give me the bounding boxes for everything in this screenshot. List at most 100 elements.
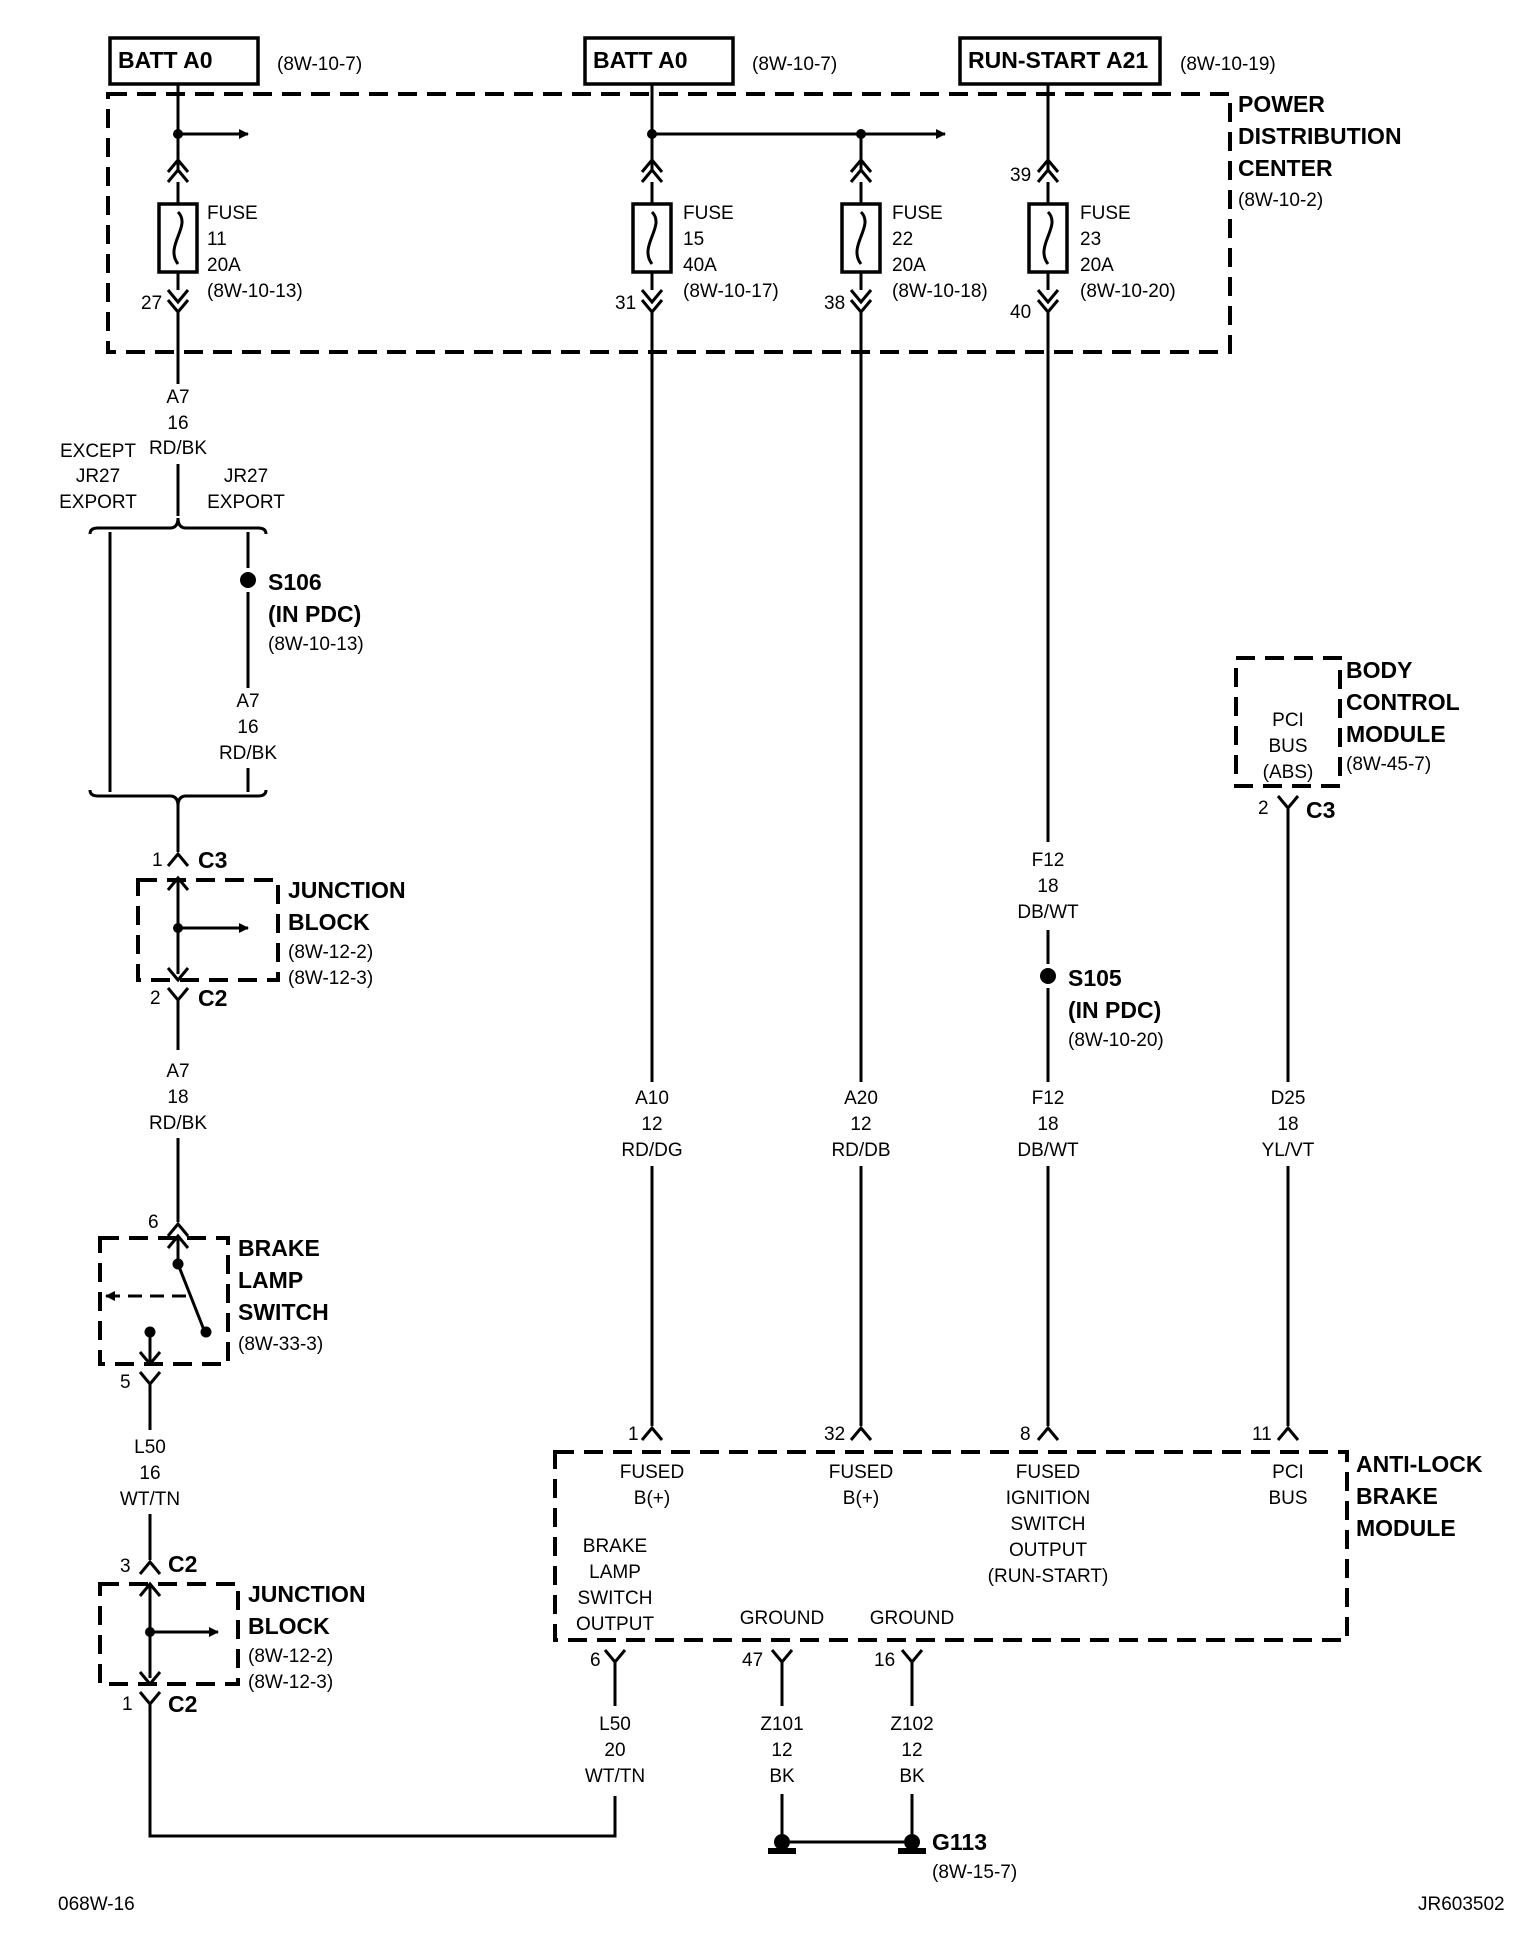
abs-module-box: [553, 1450, 1349, 1642]
svg-text:A7: A7: [166, 1061, 189, 1082]
svg-text:JUNCTION: JUNCTION: [248, 1581, 366, 1607]
svg-text:L50: L50: [599, 1714, 631, 1735]
abs-pin-16: GROUND 16 Z102 12 BK: [870, 1608, 954, 1834]
svg-text:16: 16: [237, 717, 258, 738]
svg-text:RUN-START A21: RUN-START A21: [968, 47, 1148, 73]
abs-pin-11: 11 PCI BUS: [1252, 1424, 1308, 1509]
svg-text:FUSE: FUSE: [892, 203, 943, 224]
svg-text:EXCEPT: EXCEPT: [60, 441, 136, 462]
svg-text:5: 5: [120, 1372, 131, 1393]
source-run-start: RUN-START A21 (8W-10-19): [958, 36, 1276, 86]
svg-text:L50: L50: [134, 1437, 166, 1458]
svg-text:BRAKE: BRAKE: [1356, 1483, 1438, 1509]
svg-text:PCI: PCI: [1272, 710, 1304, 731]
svg-text:WT/TN: WT/TN: [120, 1489, 180, 1510]
svg-text:SWITCH: SWITCH: [1011, 1514, 1086, 1535]
svg-text:2: 2: [1258, 798, 1269, 819]
svg-text:BK: BK: [769, 1766, 795, 1787]
svg-text:15: 15: [683, 229, 704, 250]
brake-lamp-switch: 6 5 BRAKE LAMP SWITCH (8W-33-3): [98, 1212, 329, 1393]
svg-text:LAMP: LAMP: [589, 1562, 641, 1583]
svg-text:IGNITION: IGNITION: [1006, 1488, 1090, 1509]
svg-text:C3: C3: [198, 847, 227, 873]
pdc-label: POWER DISTRIBUTION CENTER (8W-10-2): [1238, 91, 1402, 211]
svg-text:(8W-10-2): (8W-10-2): [1238, 190, 1323, 211]
ground-g113: G113 (8W-15-7): [768, 1829, 1017, 1883]
svg-text:A7: A7: [236, 691, 259, 712]
svg-text:C2: C2: [168, 1551, 197, 1577]
svg-text:8: 8: [1020, 1424, 1031, 1445]
svg-text:40: 40: [1010, 302, 1031, 323]
svg-text:40A: 40A: [683, 255, 717, 276]
svg-text:FUSE: FUSE: [207, 203, 258, 224]
svg-text:(8W-10-19): (8W-10-19): [1180, 54, 1276, 75]
svg-text:(8W-10-20): (8W-10-20): [1080, 281, 1176, 302]
wire-f12: F12 18 DB/WT S105 (IN PDC) (8W-10-20) F1…: [1017, 352, 1164, 1426]
svg-text:6: 6: [148, 1212, 159, 1233]
svg-text:A7: A7: [166, 387, 189, 408]
svg-text:EXPORT: EXPORT: [59, 492, 137, 513]
wire-d25: D25 18 YL/VT: [1262, 808, 1315, 1426]
wire-a7-top: A7 16 RD/BK: [149, 352, 207, 516]
pdc-bus-lines: [173, 84, 1050, 172]
svg-text:JR27: JR27: [76, 466, 120, 487]
svg-text:39: 39: [1010, 165, 1031, 186]
fuse-11: FUSE 11 20A (8W-10-13) 27: [141, 157, 303, 352]
svg-text:EXPORT: EXPORT: [207, 492, 285, 513]
svg-text:DISTRIBUTION: DISTRIBUTION: [1238, 123, 1402, 149]
svg-text:1: 1: [152, 850, 163, 871]
svg-text:38: 38: [824, 293, 845, 314]
svg-text:MODULE: MODULE: [1346, 721, 1446, 747]
svg-text:BATT A0: BATT A0: [118, 47, 213, 73]
svg-text:FUSE: FUSE: [1080, 203, 1131, 224]
svg-text:Z102: Z102: [890, 1714, 933, 1735]
svg-text:OUTPUT: OUTPUT: [1009, 1540, 1088, 1561]
svg-text:(8W-33-3): (8W-33-3): [238, 1334, 323, 1355]
svg-text:SWITCH: SWITCH: [578, 1588, 653, 1609]
abs-pin-47: GROUND 47 Z101 12 BK: [740, 1608, 824, 1834]
svg-text:BRAKE: BRAKE: [238, 1235, 320, 1261]
svg-text:BATT A0: BATT A0: [593, 47, 688, 73]
svg-text:20: 20: [604, 1740, 625, 1761]
svg-text:OUTPUT: OUTPUT: [576, 1614, 655, 1635]
svg-text:RD/BK: RD/BK: [149, 438, 207, 459]
abs-pin-32: 32 FUSED B(+): [824, 1424, 893, 1509]
fuse-22: FUSE 22 20A (8W-10-18) 38: [824, 157, 988, 352]
svg-text:DB/WT: DB/WT: [1017, 902, 1079, 923]
svg-text:FUSE: FUSE: [683, 203, 734, 224]
svg-text:(8W-10-7): (8W-10-7): [277, 54, 362, 75]
wire-a7-jb: A7 18 RD/BK: [149, 1000, 207, 1222]
svg-text:GROUND: GROUND: [870, 1608, 954, 1629]
svg-text:18: 18: [1037, 876, 1058, 897]
svg-text:12: 12: [641, 1114, 662, 1135]
svg-text:C2: C2: [198, 985, 227, 1011]
source-batt-mid: BATT A0 (8W-10-7): [583, 36, 837, 86]
svg-text:27: 27: [141, 293, 162, 314]
svg-text:POWER: POWER: [1238, 91, 1325, 117]
abs-pin-1: 1 FUSED B(+): [620, 1424, 684, 1509]
junction-block-top: 1 C3 2 C2 JUNCTION BLOCK (8W-12-2) (8W-1…: [136, 806, 406, 1011]
svg-text:16: 16: [167, 413, 188, 434]
svg-text:BLOCK: BLOCK: [288, 909, 370, 935]
svg-text:D25: D25: [1271, 1088, 1306, 1109]
svg-text:LAMP: LAMP: [238, 1267, 303, 1293]
svg-text:BUS: BUS: [1268, 1488, 1307, 1509]
svg-text:20A: 20A: [892, 255, 926, 276]
footer-left-code: 068W-16: [58, 1894, 135, 1915]
svg-text:(8W-12-2): (8W-12-2): [248, 1646, 333, 1667]
svg-text:BUS: BUS: [1268, 736, 1307, 757]
svg-text:A20: A20: [844, 1088, 878, 1109]
svg-text:(8W-10-13): (8W-10-13): [268, 634, 364, 655]
svg-text:BLOCK: BLOCK: [248, 1613, 330, 1639]
svg-text:12: 12: [901, 1740, 922, 1761]
svg-text:6: 6: [590, 1650, 601, 1671]
source-batt-left: BATT A0 (8W-10-7): [108, 36, 362, 86]
svg-text:22: 22: [892, 229, 913, 250]
svg-text:B(+): B(+): [634, 1488, 670, 1509]
svg-text:F12: F12: [1032, 1088, 1065, 1109]
svg-text:BODY: BODY: [1346, 657, 1412, 683]
body-control-module: PCI BUS (ABS) BODY CONTROL MODULE (8W-45…: [1234, 656, 1460, 823]
abs-module-label: ANTI-LOCK BRAKE MODULE: [1356, 1451, 1483, 1541]
svg-text:F12: F12: [1032, 850, 1065, 871]
